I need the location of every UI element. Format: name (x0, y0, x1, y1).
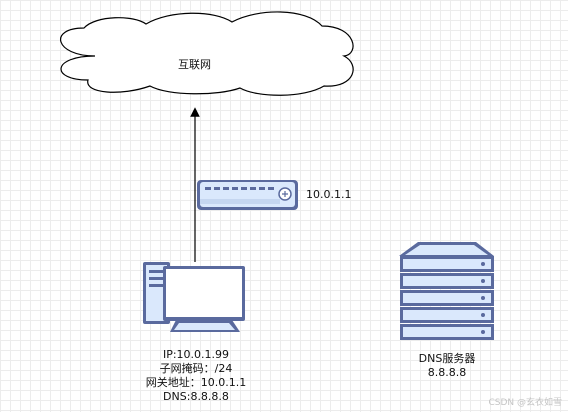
pc-subnet-line: 子网掩码：/24 (159, 362, 233, 375)
pc-device (143, 262, 245, 332)
dns-server-name: DNS服务器 (418, 352, 476, 365)
router-device (197, 180, 298, 210)
internet-cloud (60, 11, 354, 96)
router-ip-label: 10.0.1.1 (306, 188, 352, 201)
dns-server-ip: 8.8.8.8 (427, 366, 467, 379)
pc-ip-line: IP:10.0.1.99 (162, 348, 230, 361)
pc-gateway-line: 网关地址：10.0.1.1 (145, 376, 247, 389)
pc-config-label: IP:10.0.1.99 子网掩码：/24 网关地址：10.0.1.1 DNS:… (146, 348, 246, 404)
dns-server-device (399, 242, 494, 340)
pc-dns-line: DNS:8.8.8.8 (163, 390, 229, 403)
dns-server-label: DNS服务器 8.8.8.8 (419, 352, 476, 380)
internet-label: 互联网 (178, 58, 211, 71)
watermark: CSDN @玄衣如雪 (488, 398, 562, 408)
